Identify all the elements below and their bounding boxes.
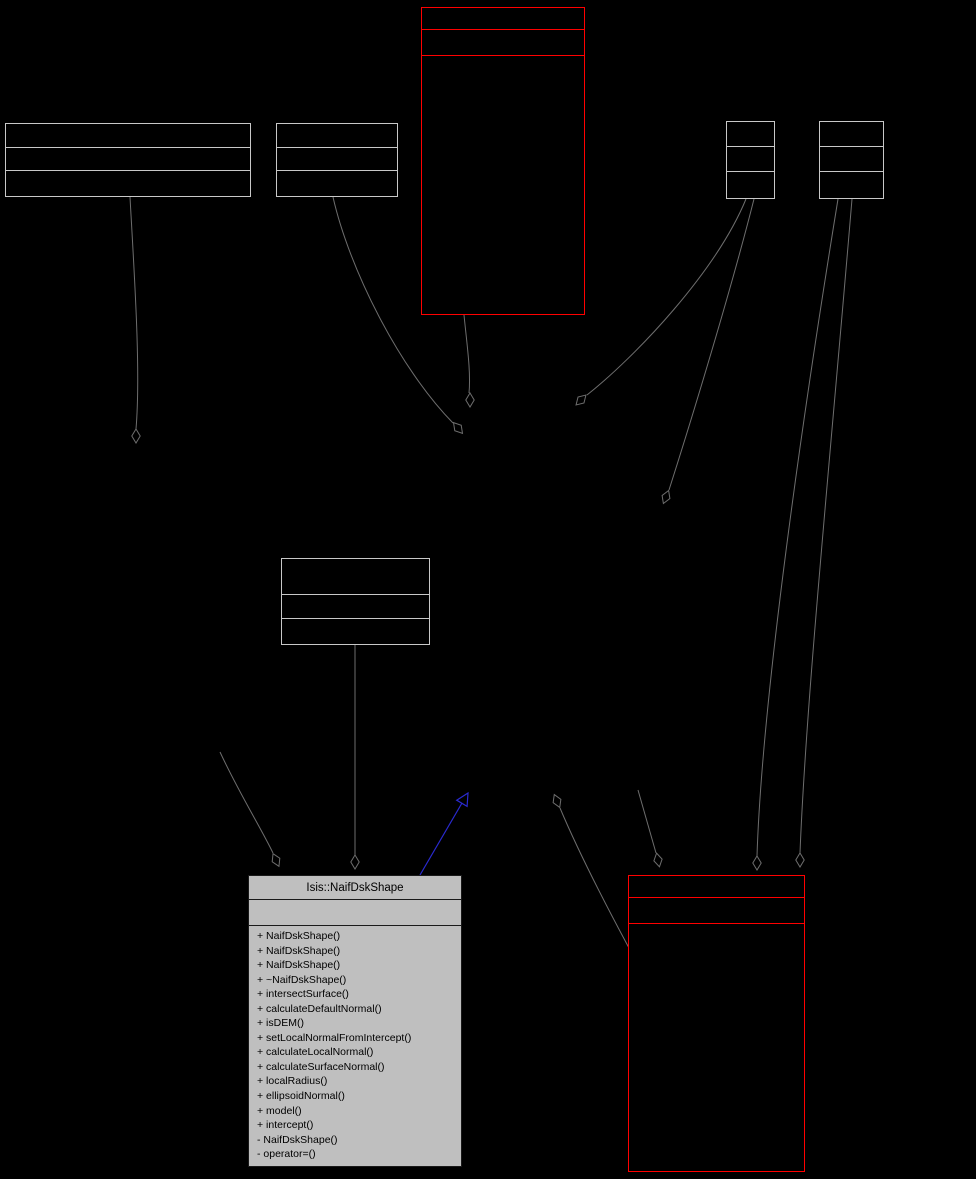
class-methods-compartment xyxy=(422,56,584,314)
method-item: + intersectSurface() xyxy=(257,988,349,1001)
class-attributes-compartment xyxy=(422,30,584,56)
class-node-red-bottom[interactable] xyxy=(628,875,805,1172)
method-item: + localRadius() xyxy=(257,1075,328,1088)
class-title-compartment xyxy=(6,124,250,148)
class-title-compartment xyxy=(282,559,429,595)
aggregation-diamond xyxy=(131,428,141,444)
usage-edge xyxy=(586,198,747,396)
class-methods-compartment xyxy=(282,619,429,644)
aggregation-diamond xyxy=(575,394,587,406)
class-attributes-compartment xyxy=(282,595,429,619)
class-methods-compartment: + NaifDskShape() + NaifDskShape() + NaifDs… xyxy=(249,926,461,1166)
method-item: + calculateDefaultNormal() xyxy=(257,1002,382,1015)
aggregation-diamond xyxy=(795,852,805,868)
method-item: + calculateLocalNormal() xyxy=(257,1046,374,1059)
class-attributes-compartment xyxy=(727,147,774,172)
aggregation-diamond xyxy=(552,793,562,809)
method-item: + isDEM() xyxy=(257,1017,304,1030)
usage-edge xyxy=(799,198,853,854)
class-title: Isis::NaifDskShape xyxy=(249,876,461,900)
class-title-compartment xyxy=(629,876,804,898)
class-methods-compartment xyxy=(277,171,397,196)
method-item: + model() xyxy=(257,1104,302,1117)
usage-edge xyxy=(559,807,630,949)
class-attributes-compartment xyxy=(629,898,804,924)
class-methods-compartment xyxy=(6,171,250,196)
method-item: - NaifDskShape() xyxy=(257,1133,338,1146)
inheritance-arrow xyxy=(419,791,469,876)
aggregation-diamond xyxy=(661,489,671,505)
class-attributes-compartment xyxy=(6,148,250,171)
method-item: + ~NaifDskShape() xyxy=(257,973,347,986)
usage-edge xyxy=(463,314,471,394)
class-node-top-right-small[interactable] xyxy=(726,121,775,199)
method-item: + NaifDskShape() xyxy=(257,959,341,972)
usage-edge xyxy=(756,198,839,857)
method-item: + calculateSurfaceNormal() xyxy=(257,1060,385,1073)
class-attributes-compartment xyxy=(820,147,883,172)
class-node-naifdskshape[interactable]: Isis::NaifDskShape + NaifDskShape()+ Nai… xyxy=(248,875,462,1167)
class-node-middle[interactable] xyxy=(281,558,430,645)
usage-edge xyxy=(637,789,657,854)
aggregation-diamond xyxy=(350,854,360,870)
aggregation-diamond xyxy=(465,392,475,408)
class-node-red-tall[interactable] xyxy=(421,7,585,315)
method-item: + ellipsoidNormal() xyxy=(257,1090,345,1103)
aggregation-diamond xyxy=(452,421,464,435)
class-node-top-mid[interactable] xyxy=(276,123,398,197)
class-attributes-compartment xyxy=(249,900,461,926)
method-item: + NaifDskShape() xyxy=(257,944,341,957)
method-item: + intercept() xyxy=(257,1119,314,1132)
usage-edge xyxy=(219,751,274,854)
class-methods-compartment xyxy=(820,172,883,198)
aggregation-diamond xyxy=(752,855,762,871)
class-methods-compartment xyxy=(727,172,774,198)
class-attributes-compartment xyxy=(277,148,397,171)
class-title-compartment xyxy=(820,122,883,147)
class-node-top-right[interactable] xyxy=(819,121,884,199)
class-methods-compartment xyxy=(629,924,804,1171)
aggregation-diamond xyxy=(271,852,281,868)
class-title-compartment xyxy=(277,124,397,148)
class-title-compartment xyxy=(422,8,584,30)
method-item: + setLocalNormalFromIntercept() xyxy=(257,1031,412,1044)
usage-edge xyxy=(129,196,139,430)
class-title-compartment xyxy=(727,122,774,147)
method-item: + NaifDskShape() xyxy=(257,930,341,942)
class-node-top-left[interactable] xyxy=(5,123,251,197)
method-item: - operator=() xyxy=(257,1148,316,1161)
aggregation-diamond xyxy=(653,852,663,868)
usage-edge xyxy=(668,198,755,491)
